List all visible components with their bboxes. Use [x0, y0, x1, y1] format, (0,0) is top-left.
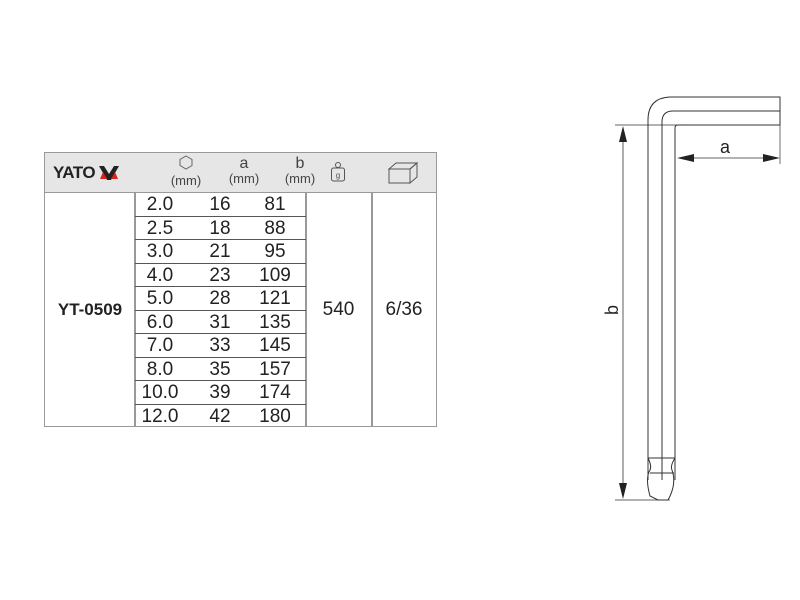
table-row: 7.0 33 145	[135, 334, 306, 358]
cell-size: 2.0	[146, 194, 174, 215]
table-row: 8.0 35 157	[135, 358, 306, 381]
cell-a: 42	[209, 405, 231, 427]
cell-b: 81	[264, 194, 286, 215]
hexagon-icon	[161, 155, 211, 174]
cell-a: 28	[209, 288, 231, 309]
table-row: 2.5 18 88	[135, 217, 306, 240]
b-header: b (mm)	[275, 155, 325, 186]
divider	[305, 193, 307, 426]
hex-key-drawing: a b	[602, 96, 781, 501]
cell-size: 5.0	[146, 288, 174, 309]
table-header: YATO (mm) a (mm) b (mm) g	[45, 153, 436, 193]
packaging-value: 6/36	[385, 298, 423, 320]
yato-logo: YATO	[53, 163, 120, 183]
weight-icon-label: g	[336, 171, 340, 180]
cell-a: 21	[209, 241, 231, 262]
cell-a: 31	[209, 311, 231, 333]
weight-value: 540	[322, 298, 355, 320]
brand-name: YATO	[53, 163, 96, 182]
table-row: 4.0 23 109	[135, 264, 306, 287]
table-row: 12.0 42 180	[135, 405, 306, 429]
cell-a: 23	[209, 264, 231, 286]
size-unit: (mm)	[170, 173, 202, 188]
cell-b: 135	[259, 311, 291, 333]
cell-size: 3.0	[146, 241, 174, 262]
cell-a: 18	[209, 217, 231, 239]
cell-b: 109	[259, 264, 291, 286]
table-row: 2.0 16 81	[135, 193, 306, 217]
model-number: YT-0509	[57, 299, 123, 319]
yato-logo-icon	[99, 166, 120, 180]
weight-icon: g	[330, 161, 346, 188]
cell-size: 12.0	[141, 405, 179, 427]
divider	[371, 193, 373, 426]
a-label: a	[239, 155, 249, 172]
b-label: b	[295, 155, 305, 172]
dimension-a-label: a	[720, 137, 731, 157]
cell-b: 157	[259, 358, 291, 380]
cell-a: 39	[209, 382, 231, 403]
cell-b: 88	[264, 217, 286, 239]
cell-size: 7.0	[146, 335, 174, 356]
cell-b: 180	[259, 405, 291, 427]
cell-size: 2.5	[146, 217, 174, 239]
b-unit: (mm)	[284, 171, 316, 186]
box-icon	[387, 161, 419, 189]
table-row: 10.0 39 174	[135, 381, 306, 405]
cell-size: 4.0	[146, 264, 174, 286]
table-row: 5.0 28 121	[135, 287, 306, 311]
divider	[134, 193, 136, 426]
cell-a: 33	[209, 335, 231, 356]
cell-b: 121	[259, 288, 291, 309]
a-header: a (mm)	[219, 155, 269, 186]
dimension-b-label: b	[602, 305, 622, 315]
table-row: 6.0 31 135	[135, 311, 306, 334]
cell-a: 35	[209, 358, 231, 380]
spec-table: YATO (mm) a (mm) b (mm) g	[44, 152, 437, 427]
cell-size: 8.0	[146, 358, 174, 380]
cell-a: 16	[209, 194, 231, 215]
cell-b: 145	[259, 335, 291, 356]
cell-b: 95	[264, 241, 286, 262]
a-unit: (mm)	[228, 171, 260, 186]
cell-size: 6.0	[146, 311, 174, 333]
cell-b: 174	[259, 382, 291, 403]
cell-size: 10.0	[141, 382, 179, 403]
table-row: 3.0 21 95	[135, 240, 306, 264]
size-header: (mm)	[161, 155, 211, 188]
